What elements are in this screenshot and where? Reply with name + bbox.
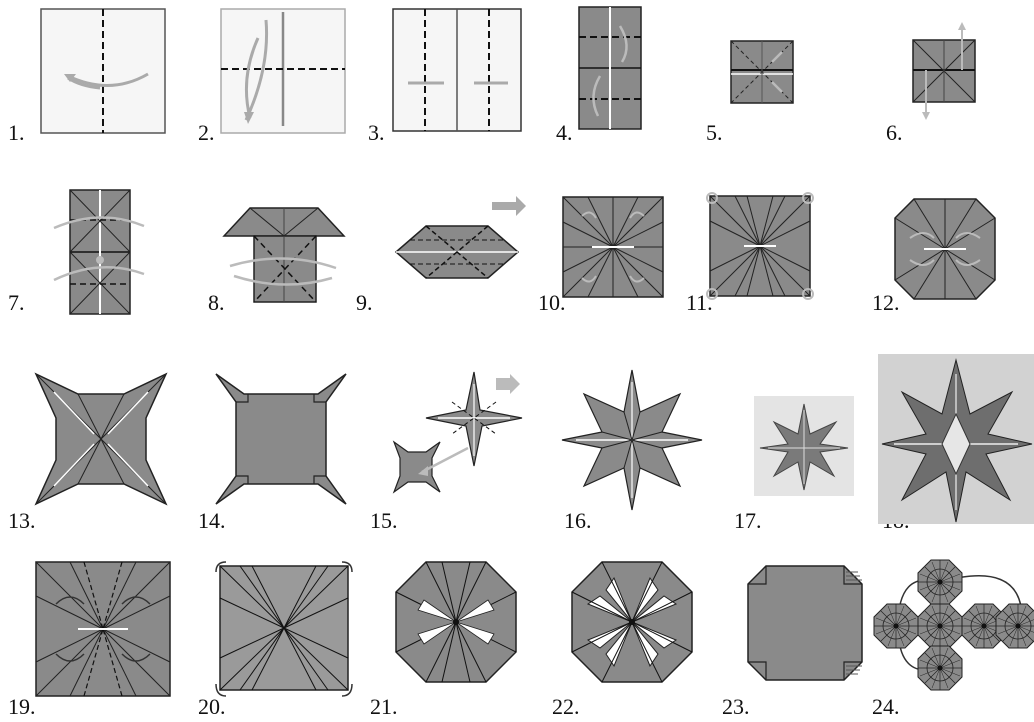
step-number-13: 13.: [8, 510, 36, 532]
step-12-diagram: [894, 198, 996, 300]
step-1-diagram: [40, 8, 166, 134]
step-number-15: 15.: [370, 510, 398, 532]
step-number-2: 2.: [198, 122, 215, 144]
step-6-diagram: [912, 22, 982, 122]
step-number-14: 14.: [198, 510, 226, 532]
step-number-9: 9.: [356, 292, 373, 314]
step-number-23: 23.: [722, 696, 750, 718]
step-3-diagram: [392, 8, 522, 132]
step-number-6: 6.: [886, 122, 903, 144]
step-number-5: 5.: [706, 122, 723, 144]
step-number-24: 24.: [872, 696, 900, 718]
step-number-4: 4.: [556, 122, 573, 144]
step-8-diagram: [220, 206, 348, 308]
step-16-diagram: [560, 368, 704, 512]
step-number-22: 22.: [552, 696, 580, 718]
step-21-diagram: [394, 560, 518, 684]
step-2-diagram: [220, 8, 346, 134]
step-19-diagram: [34, 560, 172, 698]
step-number-16: 16.: [564, 510, 592, 532]
step-number-1: 1.: [8, 122, 25, 144]
step-number-17: 17.: [734, 510, 762, 532]
step-number-7: 7.: [8, 292, 25, 314]
step-18-photo-icon: [878, 354, 1034, 524]
step-5-diagram: [730, 40, 794, 104]
step-20-diagram: [212, 558, 356, 700]
step-11-diagram: [706, 192, 814, 300]
step-number-3: 3.: [368, 122, 385, 144]
step-13-diagram: [34, 372, 168, 506]
step-7-diagram: [52, 188, 148, 316]
step-10-diagram: [562, 196, 664, 298]
step-22-diagram: [570, 560, 694, 684]
step-9-diagram: [392, 192, 532, 292]
step-23-diagram: [746, 564, 864, 682]
step-4-diagram: [578, 6, 642, 130]
step-15-diagram: [382, 372, 542, 506]
step-17-photo-icon: [754, 396, 854, 496]
step-24-diagram: [870, 560, 1032, 692]
step-number-21: 21.: [370, 696, 398, 718]
step-number-19: 19.: [8, 696, 36, 718]
step-14-diagram: [214, 372, 348, 506]
